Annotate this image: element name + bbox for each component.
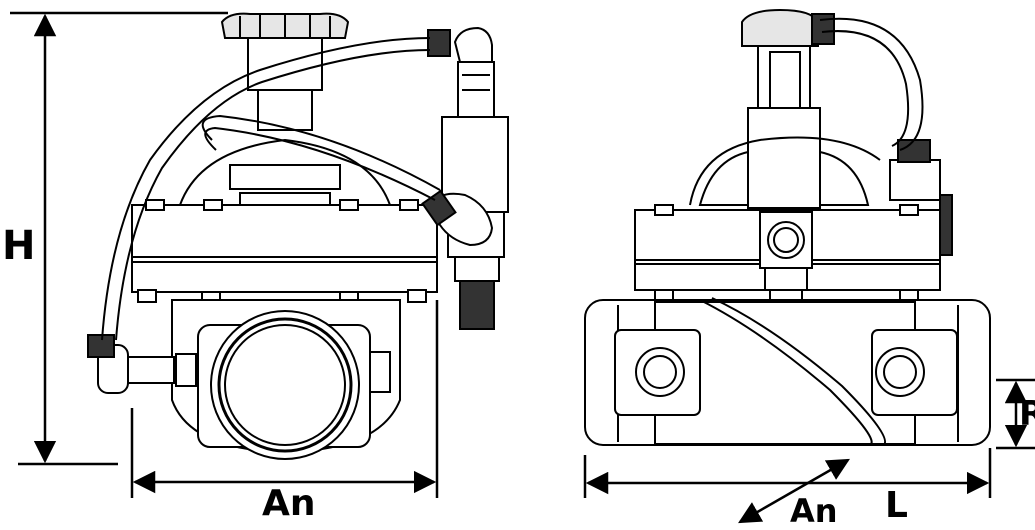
- bolts-front: [137, 199, 427, 305]
- flange-front: [131, 204, 438, 258]
- dimension-label-an-front: An: [262, 483, 316, 524]
- dimension-label-r: R: [1019, 394, 1035, 434]
- dim-an-side-line: [738, 458, 850, 524]
- side-bonnet: [747, 107, 821, 209]
- dimension-label-l: L: [885, 485, 908, 526]
- dimension-label-an-side: An: [790, 492, 838, 530]
- side-view-valve: [584, 8, 991, 446]
- tubes-front: [101, 37, 441, 341]
- tubes-side: [689, 17, 924, 446]
- fittings-front: [87, 334, 197, 394]
- front-view-valve: [87, 12, 509, 460]
- dimension-lines: [10, 11, 1035, 524]
- pilot-assembly-front: [421, 26, 509, 330]
- side-handwheel: [741, 8, 835, 109]
- dimension-label-h: H: [2, 223, 36, 269]
- handwheel-front: [220, 12, 350, 131]
